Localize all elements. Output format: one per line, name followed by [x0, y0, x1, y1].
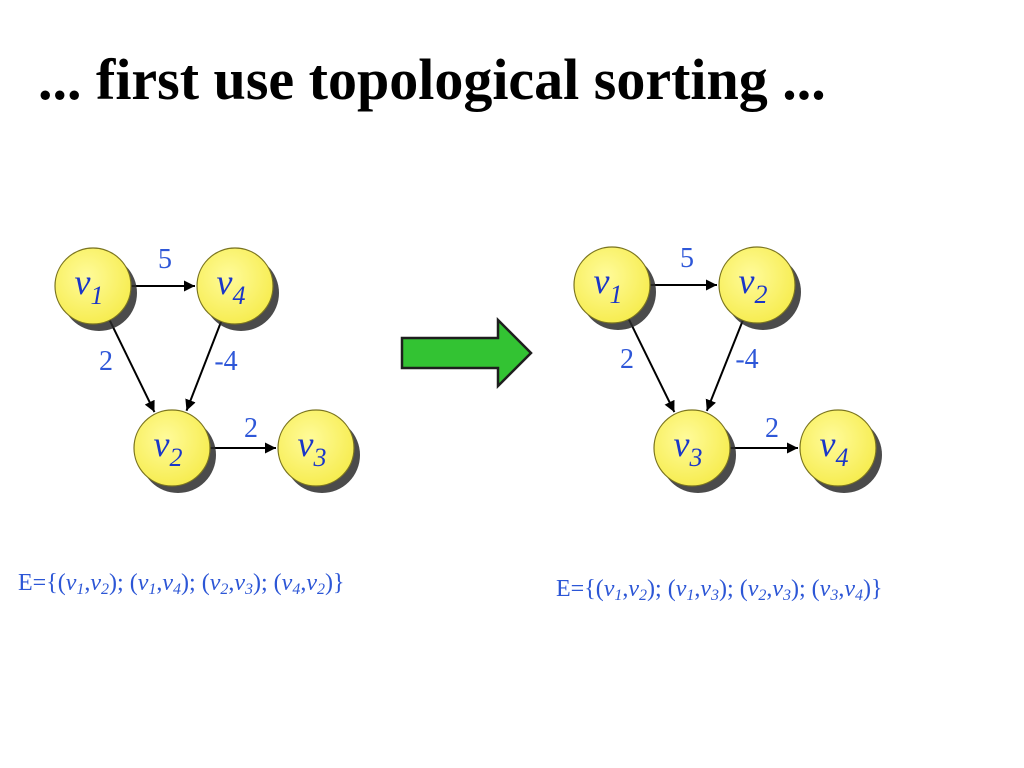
right-edge-a-c [627, 318, 676, 413]
right-edge-set: E={(v1,v2); (v1,v3); (v2,v3); (v3,v4)} [556, 576, 883, 604]
left-node-v1: v1 [54, 247, 137, 331]
right-node-v1: v1 [573, 246, 656, 330]
node-circle [718, 246, 796, 324]
node-circle [277, 409, 355, 487]
right-edge-weight: 2 [765, 413, 779, 444]
left-edge-b-c [185, 321, 223, 412]
right-edge-b-c [705, 319, 744, 412]
node-circle [653, 409, 731, 487]
left-node-v2: v2 [133, 409, 216, 493]
green-arrow-shape [400, 316, 533, 390]
transform-arrow-icon [400, 316, 533, 390]
left-edge-a-c [108, 319, 156, 413]
left-edge-set: E={(v1,v2); (v1,v4); (v2,v3); (v4,v2)} [18, 570, 345, 598]
left-edge-weight: 2 [99, 346, 113, 377]
right-edge-weight: -4 [735, 344, 758, 375]
right-node-v3: v3 [653, 409, 736, 493]
left-edge-weight: 2 [244, 413, 258, 444]
left-edge-weight: 5 [158, 244, 172, 275]
right-node-v4: v4 [799, 409, 882, 493]
node-circle [799, 409, 877, 487]
left-graph: 5 2 -4 2 v1 v4 v2 v3 [54, 244, 360, 493]
left-node-v3: v3 [277, 409, 360, 493]
slide-title: ... first use topological sorting ... [38, 47, 826, 112]
right-graph: 5 2 -4 2 v1 v2 v3 v4 [573, 243, 882, 493]
right-edge-weight: 5 [680, 243, 694, 274]
node-circle [196, 247, 274, 325]
node-circle [573, 246, 651, 324]
left-edge-weight: -4 [214, 346, 237, 377]
right-edge-weight: 2 [620, 344, 634, 375]
node-circle [133, 409, 211, 487]
left-node-v4: v4 [196, 247, 279, 331]
right-node-v2: v2 [718, 246, 801, 330]
node-circle [54, 247, 132, 325]
